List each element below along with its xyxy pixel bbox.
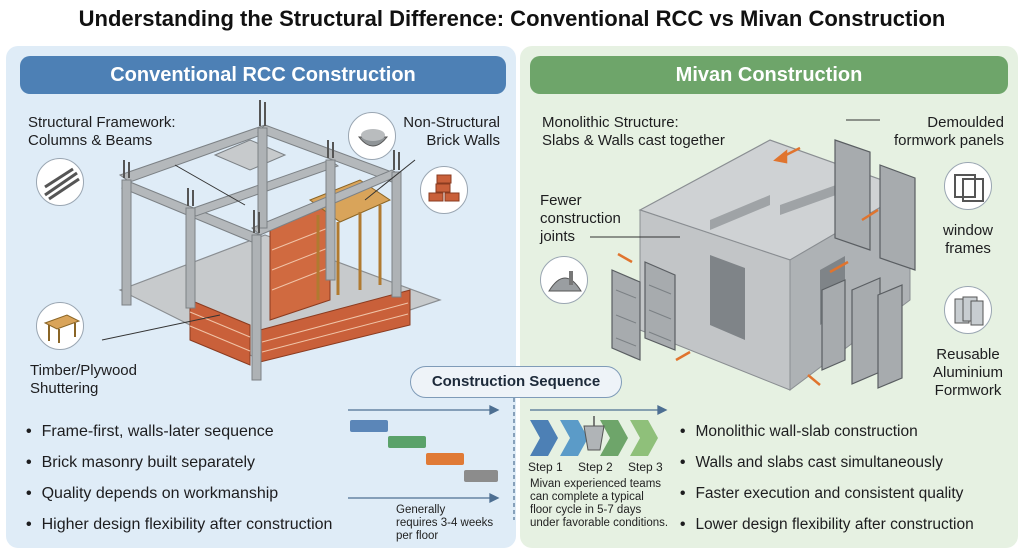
gantt-bar-1 — [350, 420, 388, 432]
cement-pile-icon — [540, 256, 588, 304]
mivan-bullets: Monolithic wall-slab construction Walls … — [680, 416, 974, 540]
list-item: Monolithic wall-slab construction — [680, 416, 974, 447]
mivan-header: Mivan Construction — [530, 56, 1008, 94]
rcc-bullets: Frame-first, walls-later sequence Brick … — [26, 416, 333, 540]
gantt-bar-2 — [388, 436, 426, 448]
timber-table-icon — [36, 302, 84, 350]
page-title: Understanding the Structural Difference:… — [78, 6, 946, 31]
rebar-icon — [36, 158, 84, 206]
shuttering-label: Timber/Plywood Shuttering — [30, 362, 137, 397]
cement-bowl-icon — [348, 112, 396, 160]
aluminium-panel-icon — [944, 286, 992, 334]
bucket-icon — [583, 416, 605, 451]
window-frame-icon — [944, 162, 992, 210]
construction-sequence-title: Construction Sequence — [410, 366, 622, 398]
step-1-label: Step 1 — [528, 460, 563, 474]
bricks-icon — [420, 166, 468, 214]
brick-walls-label: Non-Structural Brick Walls — [403, 114, 500, 149]
list-item: Brick masonry built separately — [26, 447, 332, 478]
rcc-header: Conventional RCC Construction — [20, 56, 506, 94]
rcc-sequence-note: Generally requires 3-4 weeks per floor — [396, 504, 494, 542]
demoulded-label: Demoulded formwork panels — [893, 114, 1004, 149]
list-item: Lower design flexibility after construct… — [680, 509, 973, 540]
step-3-label: Step 3 — [628, 460, 663, 474]
list-item: Frame-first, walls-later sequence — [26, 416, 332, 447]
list-item: Quality depends on workmanship — [26, 478, 332, 509]
fewer-joints-label: Fewer construction joints — [540, 192, 621, 245]
monolithic-label: Monolithic Structure: Slabs & Walls cast… — [542, 114, 725, 149]
list-item: Faster execution and consistent quality — [680, 478, 974, 509]
mivan-sequence-note: Mivan experienced teams can complete a t… — [530, 478, 669, 529]
step-2-label: Step 2 — [578, 460, 613, 474]
gantt-bar-4 — [464, 470, 498, 482]
window-frames-label: window frames — [942, 222, 994, 257]
list-item: Higher design flexibility after construc… — [26, 509, 333, 540]
list-item: Walls and slabs cast simultaneously — [680, 447, 974, 478]
reusable-formwork-label: Reusable Aluminium Formwork — [932, 346, 1004, 399]
gantt-bar-3 — [426, 453, 464, 465]
framework-label: Structural Framework: Columns & Beams — [28, 114, 176, 149]
